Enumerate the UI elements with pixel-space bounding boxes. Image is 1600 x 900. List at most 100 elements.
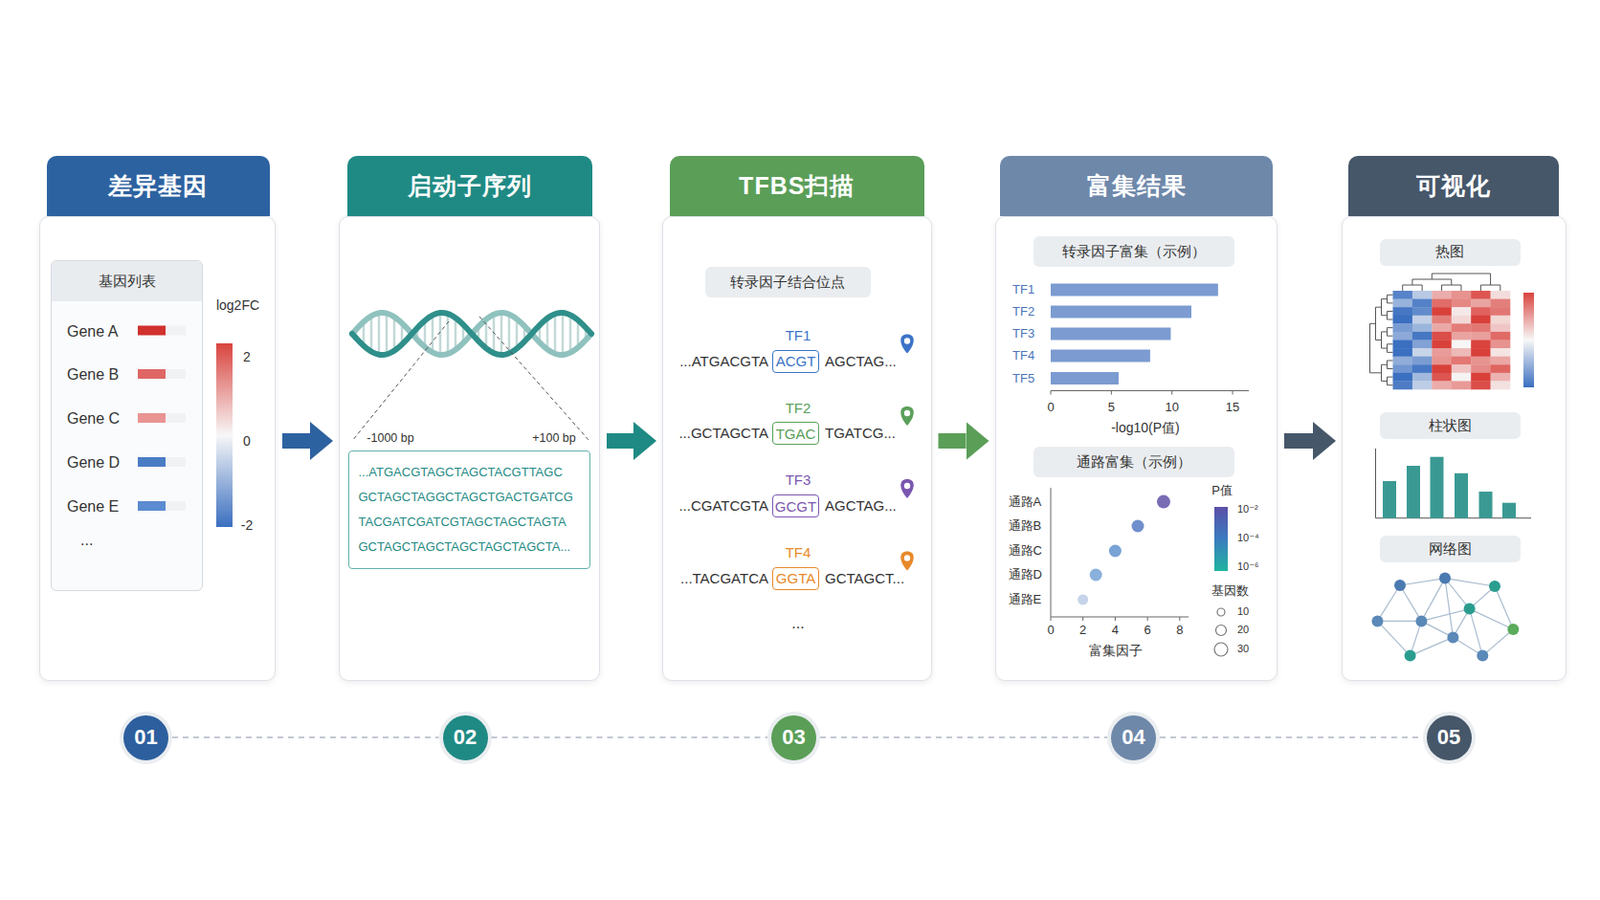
dna-rung — [377, 312, 381, 355]
heatmap-cell — [1470, 356, 1491, 366]
chart-label: ...CGATCGTA — [678, 497, 769, 515]
heatmap-cell — [1393, 323, 1414, 333]
dna-rung — [523, 326, 527, 342]
node-text: 04 — [1121, 725, 1145, 751]
chart-label: 通路D — [1008, 567, 1043, 583]
enrichment-dot — [1156, 495, 1171, 510]
heatmap-cell — [1451, 290, 1472, 300]
node-text: Gene C — [66, 408, 120, 430]
network-link — [1421, 578, 1445, 623]
heatmap-cell — [1393, 290, 1414, 300]
dendrogram — [1370, 323, 1382, 374]
section-pill: 网络图 — [1379, 535, 1522, 563]
node-text: Gene B — [66, 364, 119, 386]
heatmap-cell — [1431, 307, 1452, 316]
chart-label: 10 — [1164, 400, 1178, 416]
dna-rung — [462, 324, 466, 343]
heatmap-cell — [1393, 332, 1414, 341]
heatmap-cell — [1490, 315, 1512, 325]
network-node — [1372, 615, 1384, 627]
heatmap-cell — [1470, 315, 1491, 325]
enrichment-dot — [1077, 595, 1089, 606]
dna-strand — [352, 312, 592, 356]
node-text: ...ATGACGTAGCTAGCTACGTTAGC GCTAGCTAGGCTA… — [358, 460, 581, 560]
legend-text: 10 — [1237, 605, 1249, 619]
dendrogram — [1376, 307, 1382, 340]
legend-text: 30 — [1237, 643, 1249, 656]
section-pill: 柱状图 — [1379, 412, 1522, 440]
dna-rung — [515, 319, 519, 350]
panel-header: TFBS扫描 — [669, 155, 926, 217]
dendrogram — [1480, 285, 1500, 291]
axis-tick — [1147, 617, 1149, 622]
bar — [1502, 503, 1516, 519]
zoom-guide — [479, 316, 590, 442]
dna-rung — [546, 318, 550, 350]
dna-rung — [385, 313, 389, 356]
heatmap-cell — [1470, 332, 1491, 341]
axis-line — [1376, 517, 1533, 519]
heatmap-cell — [1431, 364, 1452, 374]
chart-label: TF1 — [785, 327, 812, 345]
heatmap-cell — [1393, 364, 1414, 374]
chart-label: TF1 — [1012, 282, 1035, 298]
network-link — [1444, 578, 1470, 610]
network-node — [1415, 615, 1427, 627]
dendrogram — [1387, 294, 1394, 304]
heatmap-cell — [1490, 323, 1512, 333]
node-text: GGTA — [776, 570, 816, 587]
dna-rung — [423, 320, 427, 348]
flow-arrow — [282, 433, 311, 449]
heatmap-cell — [1412, 356, 1433, 366]
chart-label: ... — [791, 614, 804, 633]
network-node — [1404, 650, 1417, 663]
legend-text: 20 — [1237, 623, 1249, 637]
dna-rung — [469, 333, 473, 335]
heatmap-cell — [1451, 307, 1472, 316]
heatmap-cell — [1451, 380, 1472, 390]
log2fc-bar — [137, 457, 166, 467]
enrichment-dot — [1131, 520, 1144, 534]
heatmap-cell — [1412, 373, 1433, 382]
step-number-circle: 05 — [1426, 715, 1472, 761]
heatmap-cell — [1431, 332, 1452, 341]
panel-card — [338, 216, 600, 682]
network-link — [1421, 609, 1469, 623]
chart-label: TF4 — [1012, 348, 1035, 364]
network-node — [1446, 631, 1459, 644]
axis-line — [1050, 617, 1189, 619]
dendrogram — [1381, 364, 1388, 381]
heatmap-cell — [1451, 340, 1472, 350]
dendrogram — [1387, 328, 1394, 337]
location-pin-dot — [904, 410, 911, 417]
heatmap-cell — [1470, 364, 1491, 374]
network-link — [1469, 609, 1514, 630]
heatmap-cell — [1412, 315, 1433, 325]
dna-rung — [561, 312, 565, 356]
location-pin-dot — [904, 483, 911, 489]
node-text: 01 — [133, 725, 157, 751]
dashed-connector — [820, 736, 1108, 739]
chart-label: TF4 — [785, 544, 812, 562]
heatmap-cell — [1431, 340, 1452, 350]
network-link — [1377, 621, 1423, 623]
chart-label: TF3 — [1012, 326, 1035, 342]
dendrogram — [1387, 311, 1394, 320]
axis-tick — [1050, 617, 1052, 622]
heatmap-cell — [1393, 307, 1414, 316]
node-text: 基因列表 — [51, 261, 202, 302]
bar — [1479, 491, 1493, 519]
dendrogram — [1412, 279, 1452, 286]
heatmap-cell — [1412, 307, 1433, 316]
axis-tick — [1232, 391, 1234, 396]
dna-rung — [554, 313, 557, 354]
bar — [1382, 481, 1397, 519]
heatmap-cell — [1451, 373, 1472, 382]
heatmap-cell — [1451, 356, 1472, 366]
panel-header: 可视化 — [1348, 155, 1560, 217]
chart-label: 8 — [1176, 622, 1183, 639]
heatmap-cell — [1431, 323, 1452, 333]
axis-tick — [1171, 391, 1173, 396]
chart-label: log2FC — [216, 297, 260, 314]
step-panel: TFBS扫描转录因子结合位点ACGTTGACGCGTGGTA — [662, 155, 933, 682]
